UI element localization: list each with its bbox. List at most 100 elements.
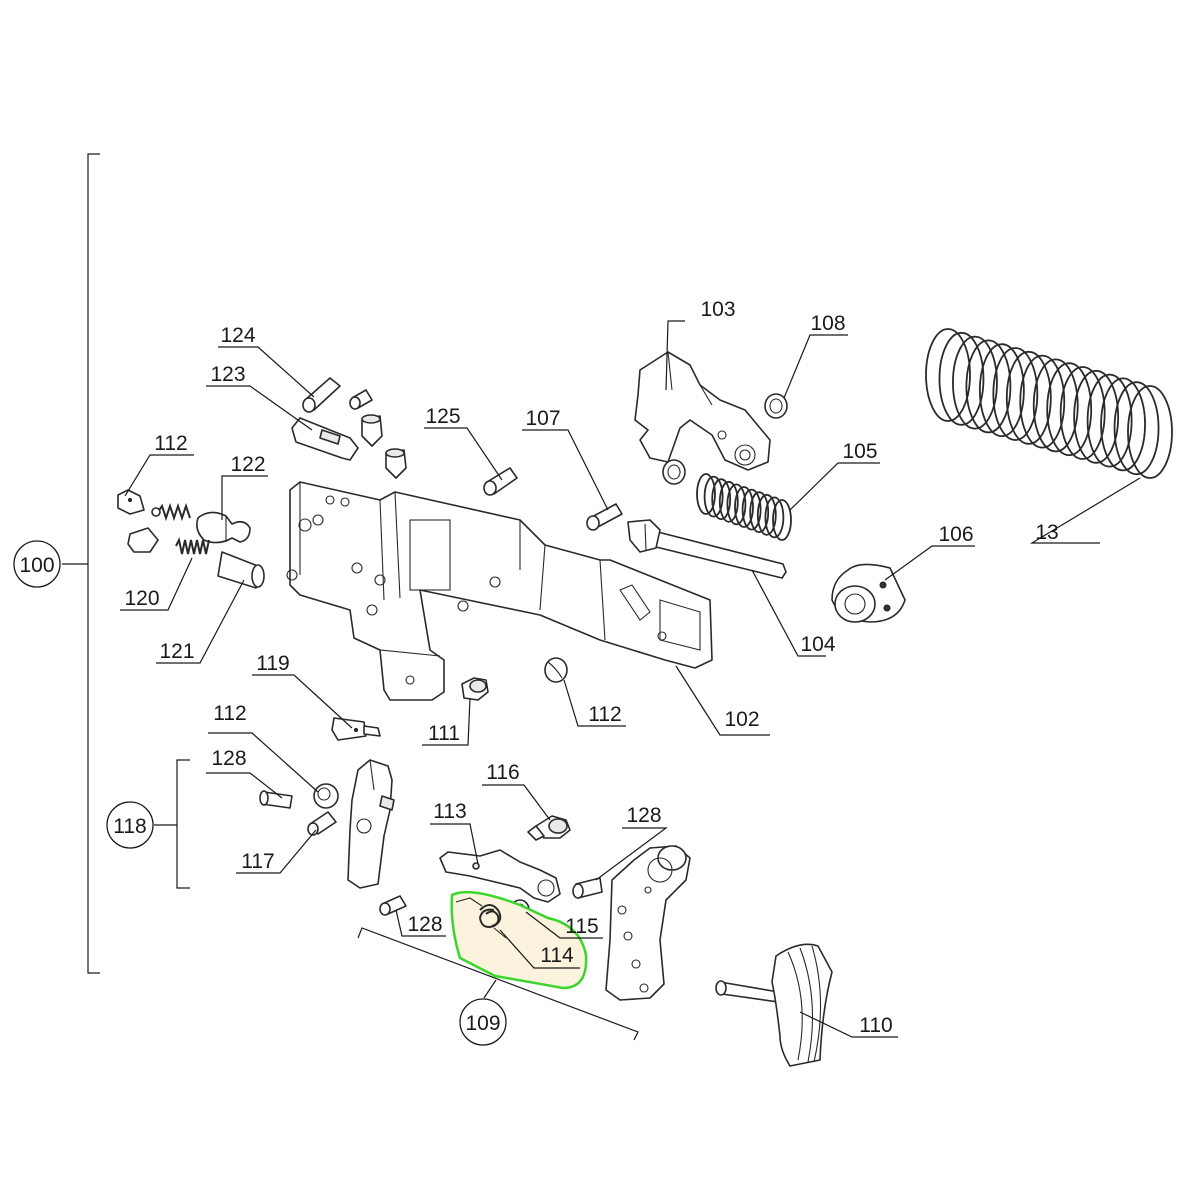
label-119: 119 [256, 652, 289, 675]
sear-113 [439, 849, 561, 903]
pin-119 [331, 717, 381, 741]
label-109: 109 [465, 1012, 500, 1035]
label-128-right: 128 [626, 804, 661, 827]
pin-107 [586, 503, 623, 531]
label-112-low: 112 [213, 702, 246, 725]
label-111: 111 [428, 722, 460, 745]
label-112-mid: 112 [588, 703, 621, 726]
plunger-tip [127, 527, 159, 553]
plunger-122 [196, 511, 251, 544]
small-pin-top [349, 389, 373, 410]
plunger-b [385, 448, 407, 479]
label-102: 102 [724, 708, 759, 731]
label-125: 125 [425, 405, 460, 428]
spring-coil [952, 335, 998, 430]
label-120: 120 [124, 587, 159, 610]
part-labels: 13 103 108 105 106 107 125 124 123 112 1… [124, 298, 1058, 1037]
spring-coil [756, 493, 777, 536]
pin-128-right [572, 877, 603, 899]
spring-coil [1073, 369, 1120, 464]
detent-112-top [117, 489, 145, 515]
spring-coil [1127, 385, 1173, 479]
guide-rod-104 [627, 519, 787, 579]
label-107: 107 [525, 407, 560, 430]
plunger-a [361, 414, 383, 447]
label-115: 115 [565, 915, 598, 938]
label-122: 122 [230, 453, 265, 476]
label-128-left: 128 [211, 747, 246, 770]
spring-120 [175, 537, 210, 555]
label-121: 121 [159, 640, 194, 663]
detent-112-mid [544, 657, 568, 683]
assembly-bracket-100: 100 [13, 153, 100, 974]
spring-coil [703, 475, 724, 518]
spring-coil [992, 347, 1039, 441]
spring-coil [726, 483, 747, 526]
label-124: 124 [220, 324, 255, 347]
torsion-spring-114 [455, 897, 507, 939]
spring-coil [1019, 354, 1066, 449]
label-116: 116 [486, 761, 519, 784]
spring-105 [696, 473, 792, 541]
pin-117 [307, 811, 337, 836]
bushing-108 [764, 393, 788, 419]
spring-coil [938, 331, 985, 426]
spring-coil [772, 499, 792, 541]
label-106: 106 [938, 523, 973, 546]
spring-coil [925, 328, 971, 422]
label-113: 113 [433, 800, 466, 823]
label-128-low: 128 [407, 913, 442, 936]
pin-125 [483, 467, 518, 496]
highlight-outline-114 [450, 890, 588, 990]
trigger-lever [605, 845, 691, 1001]
label-114: 114 [540, 944, 574, 967]
spring-coil [1032, 358, 1079, 453]
label-108: 108 [810, 312, 845, 335]
spring-coil [1100, 377, 1146, 472]
spring-coil [696, 473, 716, 515]
spring-coil [741, 488, 762, 531]
spring-coil [718, 480, 739, 523]
highlight-region-114 [450, 890, 588, 990]
label-13: 13 [1035, 521, 1058, 544]
spring-coil [764, 496, 785, 539]
label-100: 100 [19, 554, 54, 577]
spring-small-a [151, 502, 191, 522]
spring-coil [1059, 366, 1106, 460]
label-117: 117 [241, 850, 274, 873]
pin-116 [527, 815, 571, 841]
label-110: 110 [859, 1014, 892, 1037]
pin-128-left [259, 790, 293, 809]
spring-coil [1086, 373, 1133, 468]
spring-coil [1046, 362, 1093, 457]
disconnector-118 [347, 759, 395, 889]
assembly-bracket-118: 118 [106, 759, 190, 889]
spring-coil [711, 478, 732, 521]
label-105: 105 [842, 440, 877, 463]
spring-coil [978, 343, 1025, 438]
label-112-top: 112 [154, 432, 187, 455]
spring-coil [734, 486, 754, 528]
label-103: 103 [700, 298, 735, 321]
lever-123 [291, 417, 359, 461]
spring-coil [1005, 350, 1052, 445]
receiver-body-102 [286, 481, 713, 701]
spring-coil [749, 491, 770, 534]
label-104: 104 [800, 633, 835, 656]
hammer-103 [634, 351, 771, 471]
pin-121 [217, 551, 265, 589]
spring-coil [965, 339, 1012, 434]
pin-128-low [379, 895, 407, 916]
label-123: 123 [210, 363, 245, 386]
trigger-110 [715, 943, 833, 1067]
label-118: 118 [113, 815, 146, 838]
pin-124 [302, 377, 341, 413]
spring-coil [1113, 381, 1160, 476]
assembly-bracket-109: 109 [357, 927, 639, 1046]
screw-111 [461, 677, 489, 701]
bushing-hammer [662, 459, 686, 485]
leader-lines [120, 320, 1141, 1038]
roller-112-low [313, 783, 339, 809]
spring-13 [925, 328, 1173, 479]
